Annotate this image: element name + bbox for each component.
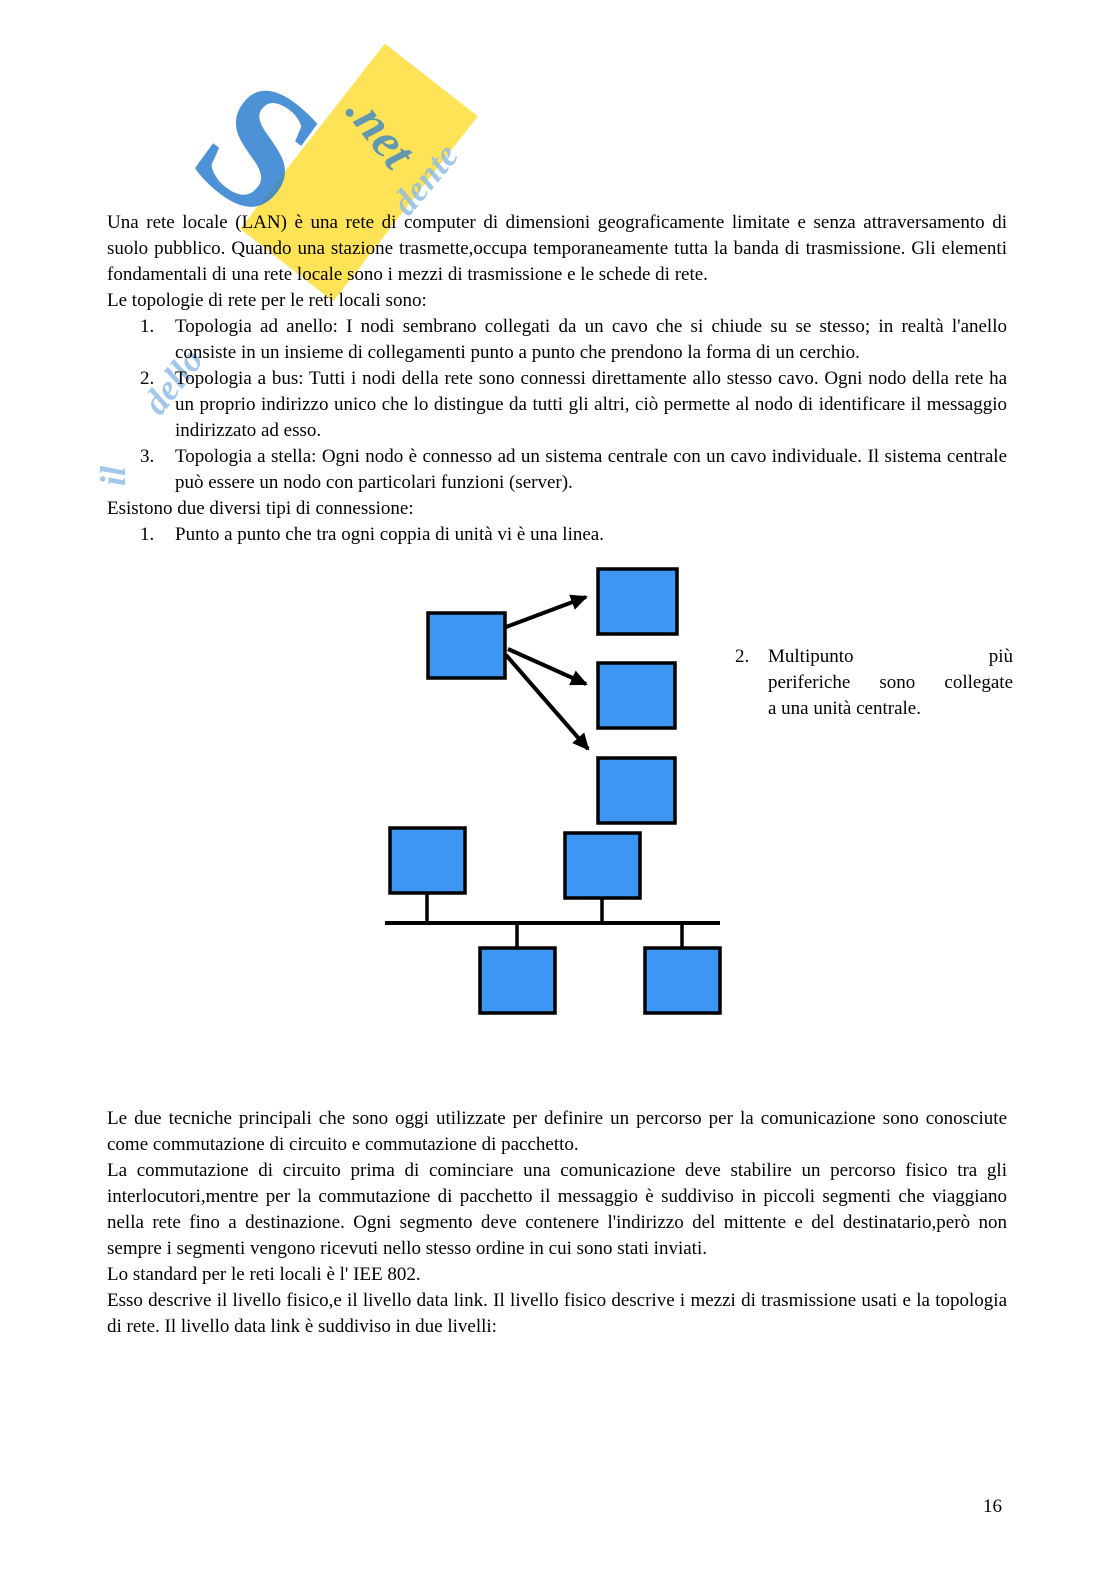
multipoint-note-text: Multipunto più periferiche sono collegat… xyxy=(768,644,1013,722)
topologies-lead: Le topologie di rete per le reti locali … xyxy=(107,290,427,311)
note-line: Multipunto più xyxy=(768,646,1013,667)
list-number: 1. xyxy=(140,524,155,545)
p2p-node-bottom xyxy=(596,756,677,825)
paragraph-levels: Esso descrive il livello fisico,e il liv… xyxy=(107,1290,1007,1337)
list-number: 3. xyxy=(140,446,155,467)
list-text: Punto a punto che tra ogni coppia di uni… xyxy=(175,524,604,545)
list-text: Topologia a bus: Tutti i nodi della rete… xyxy=(175,368,1007,441)
page-content: Una rete locale (LAN) è una rete di comp… xyxy=(107,0,1013,1340)
note-line: periferiche sono collegate xyxy=(768,672,1013,693)
note-line: a una unità centrale. xyxy=(768,698,921,719)
arrow-top xyxy=(505,594,588,629)
list-number: 2. xyxy=(735,646,750,667)
arrow-middle xyxy=(507,647,588,686)
paragraph-standard: Lo standard per le reti locali è l' IEE … xyxy=(107,1264,421,1285)
bus-node-lower-left xyxy=(478,946,557,1015)
bus-node-upper-left xyxy=(388,826,467,895)
list-text: Topologia ad anello: I nodi sembrano col… xyxy=(175,316,1007,363)
paragraph-switching-intro: Le due tecniche principali che sono oggi… xyxy=(107,1108,1007,1155)
network-diagram-area: 2. Multipunto più periferiche sono colle… xyxy=(107,548,1013,1106)
p2p-node-top xyxy=(596,567,679,636)
p2p-node-middle xyxy=(596,661,677,730)
page-number: 16 xyxy=(983,1496,1002,1517)
paragraph-lan-intro: Una rete locale (LAN) è una rete di comp… xyxy=(107,212,1007,285)
network-topology-diagram xyxy=(385,567,722,1015)
p2p-hub-node xyxy=(426,611,507,680)
connection-list-item-point-to-point: 1. Punto a punto che tra ogni coppia di … xyxy=(107,522,1007,548)
bus-node-lower-right xyxy=(643,946,722,1015)
topology-list-item-ring: 1. Topologia ad anello: I nodi sembrano … xyxy=(107,314,1007,366)
list-number: 2. xyxy=(140,368,155,389)
top-margin xyxy=(107,0,1007,210)
connection-multipoint-note: 2. Multipunto più periferiche sono colle… xyxy=(735,644,1013,722)
list-text: Topologia a stella: Ogni nodo è connesso… xyxy=(175,446,1007,493)
topology-list-item-star: 3. Topologia a stella: Ogni nodo è conne… xyxy=(107,444,1007,496)
list-number: 1. xyxy=(140,316,155,337)
bus-node-upper-mid xyxy=(563,831,642,900)
paragraph-circuit-packet: La commutazione di circuito prima di com… xyxy=(107,1160,1007,1259)
arrow-bottom xyxy=(504,653,590,751)
topology-list-item-bus: 2. Topologia a bus: Tutti i nodi della r… xyxy=(107,366,1007,444)
connections-lead: Esistono due diversi tipi di connessione… xyxy=(107,498,414,519)
